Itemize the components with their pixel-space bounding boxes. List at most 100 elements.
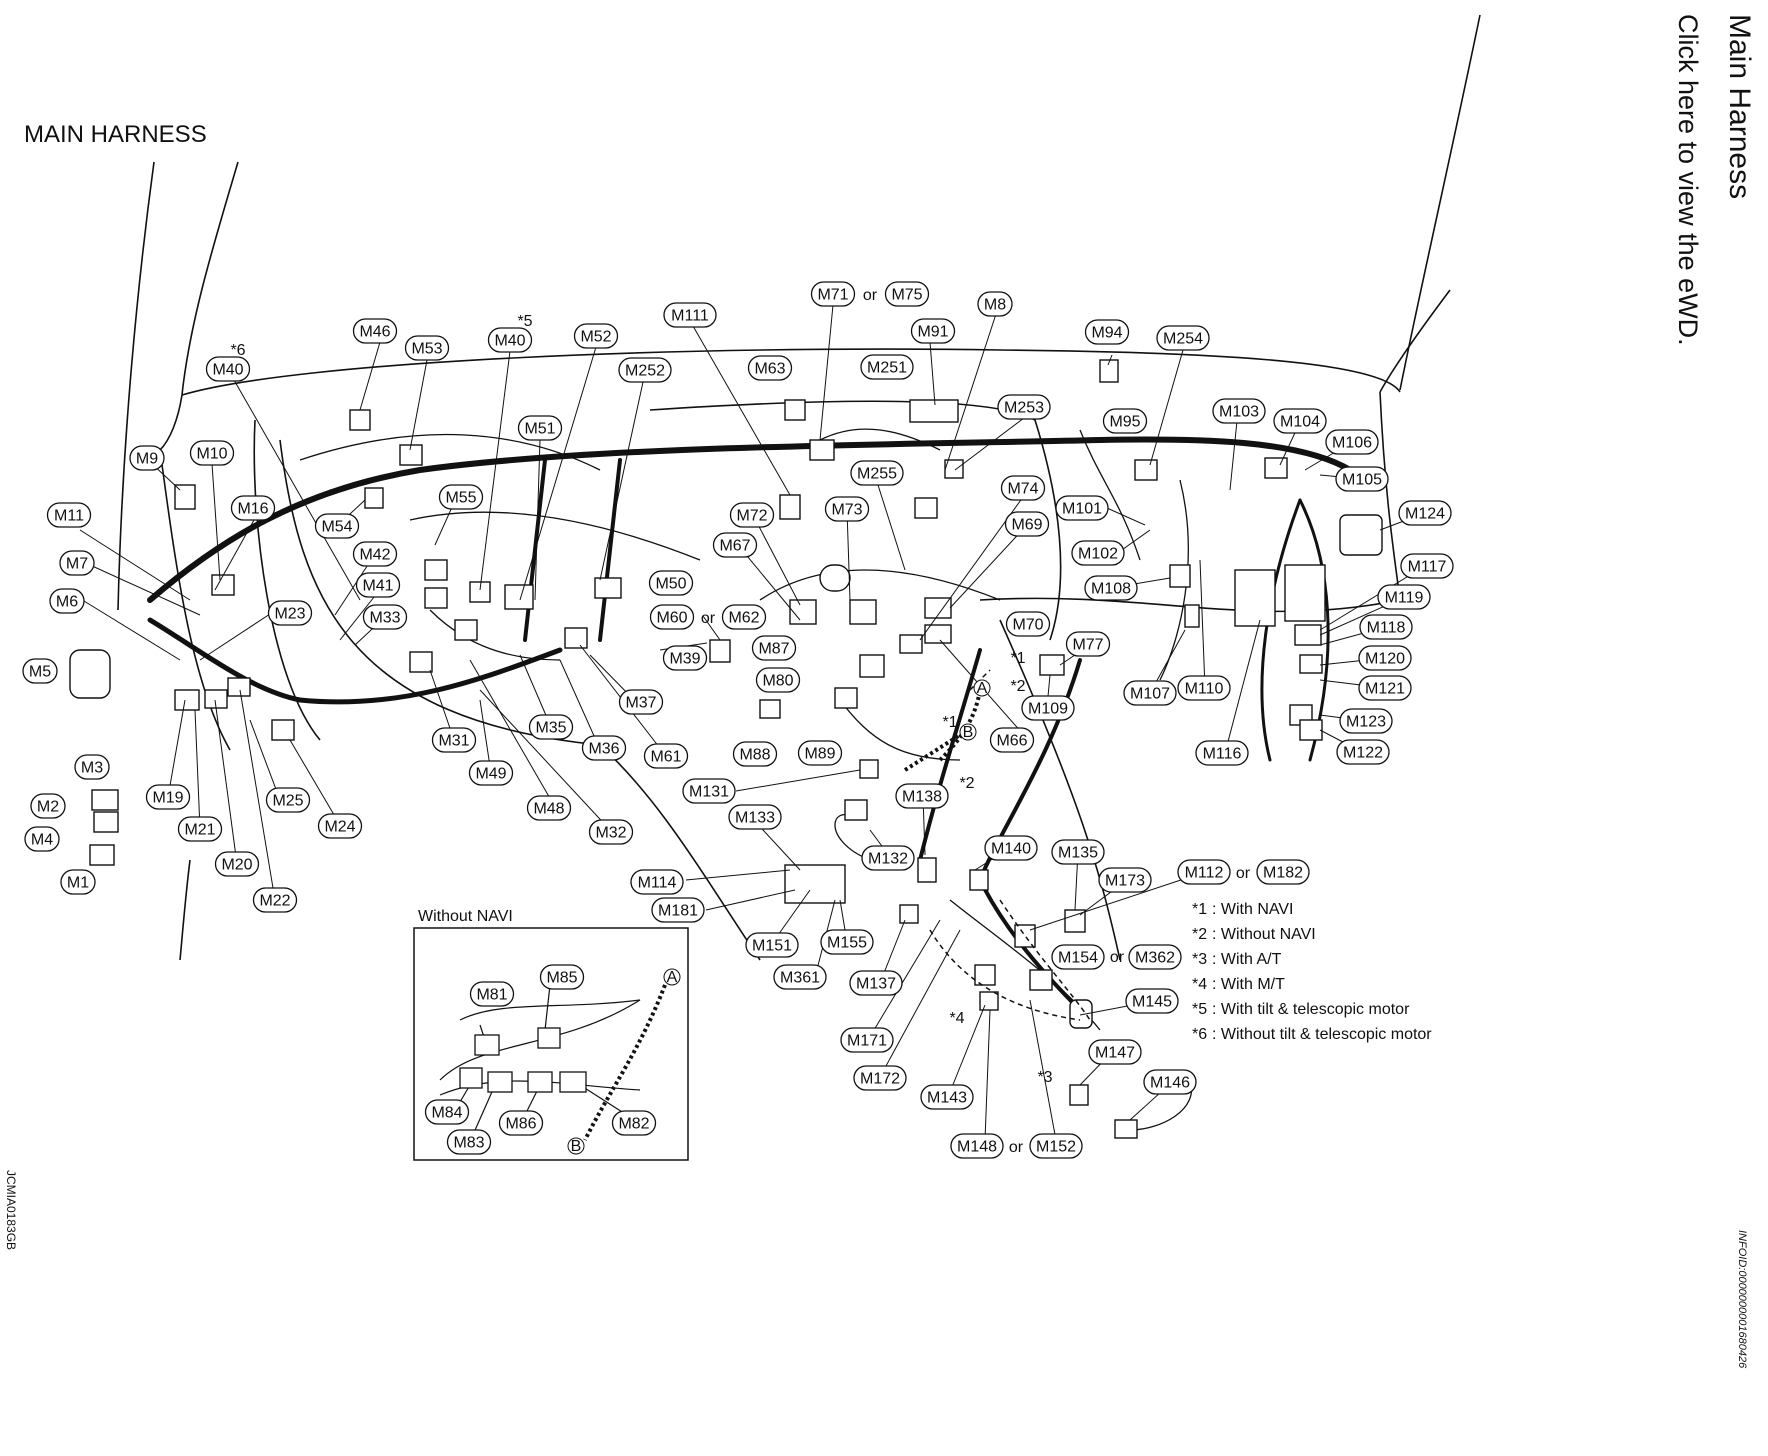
- connector-label-m55[interactable]: M55: [438, 484, 484, 510]
- connector-label-m41[interactable]: M41: [355, 572, 401, 598]
- connector-label-m172[interactable]: M172: [853, 1065, 907, 1091]
- connector-label-m36[interactable]: M36: [581, 735, 627, 761]
- connector-label-m117[interactable]: M117: [1400, 553, 1454, 579]
- connector-label-m11[interactable]: M11: [46, 502, 92, 528]
- connector-label-m53[interactable]: M53: [404, 335, 450, 361]
- connector-label-m132[interactable]: M132: [861, 845, 915, 871]
- connector-label-m54[interactable]: M54: [314, 513, 360, 539]
- connector-label-m255[interactable]: M255: [850, 460, 904, 486]
- connector-label-m103[interactable]: M103: [1212, 398, 1266, 424]
- connector-label-m89[interactable]: M89: [797, 740, 843, 766]
- connector-label-m151[interactable]: M151: [745, 932, 799, 958]
- connector-label-m148[interactable]: M148: [950, 1133, 1004, 1159]
- connector-label-m33[interactable]: M33: [362, 604, 408, 630]
- connector-label-m37[interactable]: M37: [618, 689, 664, 715]
- connector-label-m86[interactable]: M86: [498, 1110, 544, 1136]
- connector-label-m42[interactable]: M42: [352, 541, 398, 567]
- connector-label-m146[interactable]: M146: [1143, 1069, 1197, 1095]
- connector-label-m10[interactable]: M10: [189, 440, 235, 466]
- connector-label-m95[interactable]: M95: [1102, 408, 1148, 434]
- connector-label-m362[interactable]: M362: [1128, 944, 1182, 970]
- connector-label-m4[interactable]: M4: [24, 826, 60, 852]
- connector-label-m147[interactable]: M147: [1088, 1039, 1142, 1065]
- connector-label-m60[interactable]: M60: [649, 604, 695, 630]
- connector-label-m122[interactable]: M122: [1336, 739, 1390, 765]
- connector-label-m88[interactable]: M88: [732, 741, 778, 767]
- connector-label-m121[interactable]: M121: [1358, 675, 1412, 701]
- connector-label-m71[interactable]: M71: [810, 281, 856, 307]
- connector-label-m19[interactable]: M19: [145, 784, 191, 810]
- connector-label-m52[interactable]: M52: [573, 323, 619, 349]
- connector-label-m77[interactable]: M77: [1065, 631, 1111, 657]
- connector-label-m108[interactable]: M108: [1084, 575, 1138, 601]
- connector-label-m69[interactable]: M69: [1004, 511, 1050, 537]
- connector-label-m171[interactable]: M171: [840, 1027, 894, 1053]
- connector-label-m20[interactable]: M20: [214, 851, 260, 877]
- connector-label-m173[interactable]: M173: [1098, 867, 1152, 893]
- connector-label-m61[interactable]: M61: [643, 743, 689, 769]
- connector-label-m46[interactable]: M46: [352, 318, 398, 344]
- connector-label-m8[interactable]: M8: [977, 291, 1013, 317]
- connector-label-m51[interactable]: M51: [517, 415, 563, 441]
- connector-label-m154[interactable]: M154: [1051, 944, 1105, 970]
- connector-label-m182[interactable]: M182: [1256, 859, 1310, 885]
- connector-label-m80[interactable]: M80: [755, 667, 801, 693]
- connector-label-m87[interactable]: M87: [751, 635, 797, 661]
- connector-label-m252[interactable]: M252: [618, 357, 672, 383]
- connector-label-m21[interactable]: M21: [177, 816, 223, 842]
- connector-label-m91[interactable]: M91: [910, 318, 956, 344]
- connector-label-m9[interactable]: M9: [129, 445, 165, 471]
- connector-label-m40[interactable]: M40: [487, 327, 533, 353]
- connector-label-m16[interactable]: M16: [230, 495, 276, 521]
- connector-label-m181[interactable]: M181: [651, 897, 705, 923]
- connector-label-m75[interactable]: M75: [884, 281, 930, 307]
- connector-label-m140[interactable]: M140: [984, 835, 1038, 861]
- connector-label-m24[interactable]: M24: [317, 813, 363, 839]
- connector-label-m120[interactable]: M120: [1358, 645, 1412, 671]
- connector-label-m81[interactable]: M81: [469, 981, 515, 1007]
- connector-label-m62[interactable]: M62: [721, 604, 767, 630]
- connector-label-m131[interactable]: M131: [682, 778, 736, 804]
- connector-label-m155[interactable]: M155: [820, 929, 874, 955]
- connector-label-m40[interactable]: M40: [205, 356, 251, 382]
- connector-label-m31[interactable]: M31: [431, 727, 477, 753]
- connector-label-m5[interactable]: M5: [22, 658, 58, 684]
- connector-label-m361[interactable]: M361: [773, 964, 827, 990]
- connector-label-m85[interactable]: M85: [539, 964, 585, 990]
- connector-label-m114[interactable]: M114: [630, 869, 684, 895]
- connector-label-m3[interactable]: M3: [74, 754, 110, 780]
- connector-label-m102[interactable]: M102: [1071, 540, 1125, 566]
- connector-label-m119[interactable]: M119: [1377, 584, 1431, 610]
- connector-label-m135[interactable]: M135: [1051, 839, 1105, 865]
- connector-label-m35[interactable]: M35: [528, 714, 574, 740]
- connector-label-m106[interactable]: M106: [1325, 429, 1379, 455]
- connector-label-m124[interactable]: M124: [1398, 500, 1452, 526]
- connector-label-m39[interactable]: M39: [662, 645, 708, 671]
- connector-label-m84[interactable]: M84: [424, 1099, 470, 1125]
- connector-label-m111[interactable]: M111: [663, 302, 717, 328]
- connector-label-m110[interactable]: M110: [1177, 675, 1231, 701]
- connector-label-m105[interactable]: M105: [1335, 466, 1389, 492]
- connector-label-m112[interactable]: M112: [1177, 859, 1231, 885]
- connector-label-m101[interactable]: M101: [1055, 495, 1109, 521]
- connector-label-m25[interactable]: M25: [265, 787, 311, 813]
- connector-label-m104[interactable]: M104: [1273, 408, 1327, 434]
- connector-label-m118[interactable]: M118: [1359, 614, 1413, 640]
- connector-label-m73[interactable]: M73: [824, 496, 870, 522]
- connector-label-m94[interactable]: M94: [1084, 319, 1130, 345]
- connector-label-m152[interactable]: M152: [1029, 1133, 1083, 1159]
- connector-label-m63[interactable]: M63: [747, 355, 793, 381]
- connector-label-m123[interactable]: M123: [1339, 708, 1393, 734]
- connector-label-m137[interactable]: M137: [849, 970, 903, 996]
- connector-label-m1[interactable]: M1: [60, 869, 96, 895]
- connector-label-m49[interactable]: M49: [468, 760, 514, 786]
- connector-label-m74[interactable]: M74: [1000, 475, 1046, 501]
- connector-label-m138[interactable]: M138: [895, 783, 949, 809]
- connector-label-m50[interactable]: M50: [648, 570, 694, 596]
- connector-label-m145[interactable]: M145: [1125, 988, 1179, 1014]
- connector-label-m143[interactable]: M143: [920, 1084, 974, 1110]
- connector-label-m109[interactable]: M109: [1021, 695, 1075, 721]
- connector-label-m23[interactable]: M23: [267, 600, 313, 626]
- connector-label-m254[interactable]: M254: [1156, 325, 1210, 351]
- connector-label-m133[interactable]: M133: [728, 804, 782, 830]
